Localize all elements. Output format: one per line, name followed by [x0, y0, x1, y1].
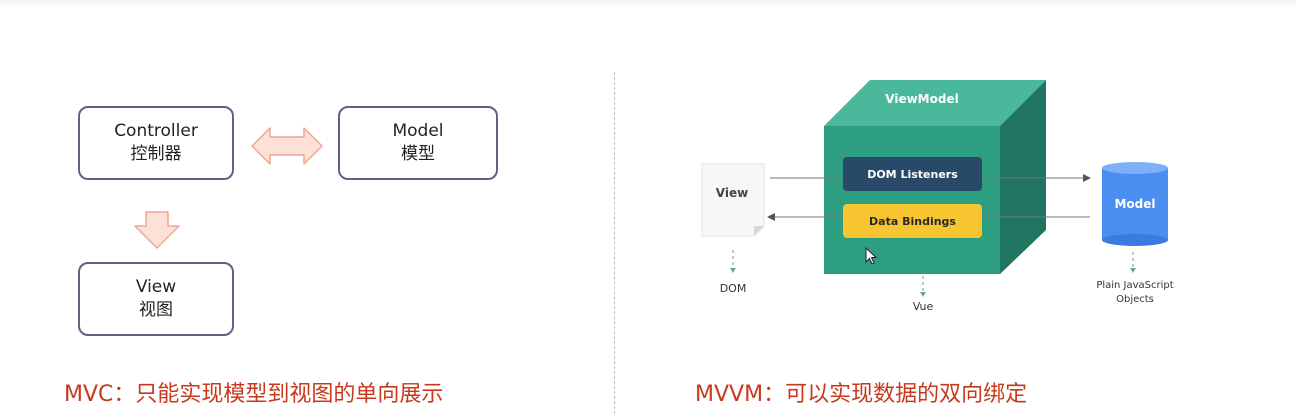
- view-box: View 视图: [78, 262, 234, 336]
- viewmodel-label: ViewModel: [885, 92, 959, 106]
- model-en-label: Model: [392, 121, 444, 141]
- model-plain-arrowhead: [1130, 268, 1136, 273]
- vue-label: Vue: [912, 300, 934, 312]
- controller-zh-label: 控制器: [130, 144, 182, 164]
- dom-label: DOM: [719, 282, 747, 295]
- model-zh-label: 模型: [401, 144, 435, 164]
- controller-box: Controller 控制器: [78, 106, 234, 180]
- view-dom-arrowhead: [730, 268, 736, 273]
- model-cylinder-icon: [1102, 162, 1168, 246]
- cube-top-face: [824, 80, 1046, 126]
- controller-en-label: Controller: [114, 121, 198, 141]
- view-en-label: View: [135, 277, 177, 297]
- model-box: Model 模型: [338, 106, 498, 180]
- cube-vue-arrowhead: [920, 292, 926, 297]
- double-arrow-icon: [251, 127, 323, 165]
- mvc-caption: MVC：只能实现模型到视图的单向展示: [64, 382, 444, 407]
- view-zh-label: 视图: [139, 300, 173, 320]
- view-document-icon: [701, 163, 765, 237]
- plain-js-label: Plain JavaScript Objects: [1096, 280, 1174, 305]
- mvvm-diagram: [701, 80, 1168, 297]
- view-doc-label: View: [715, 186, 749, 200]
- cube-front-face: [824, 126, 1000, 274]
- dom-listeners-button: DOM Listeners: [843, 157, 982, 191]
- cube-side-face: [1000, 80, 1046, 274]
- mouse-cursor-icon: [865, 246, 878, 265]
- model-cylinder-label: Model: [1114, 197, 1156, 211]
- mvvm-caption: MVVM：可以实现数据的双向绑定: [695, 382, 1028, 407]
- down-arrow-icon: [134, 211, 180, 249]
- top-fade: [0, 0, 1296, 8]
- section-divider: [614, 72, 615, 414]
- data-bindings-button: Data Bindings: [843, 204, 982, 238]
- view-document-fold: [754, 226, 764, 236]
